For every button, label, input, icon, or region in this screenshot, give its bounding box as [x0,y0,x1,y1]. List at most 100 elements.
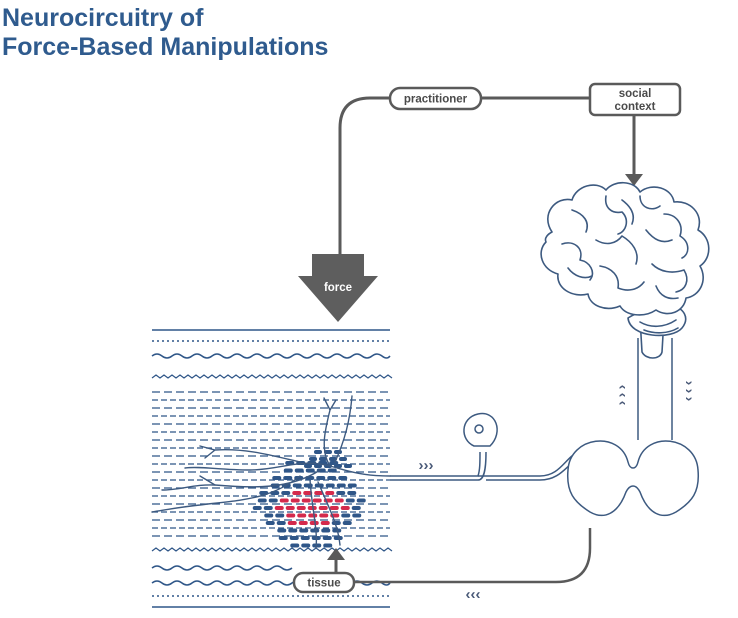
tissue-zigzag-1 [151,374,393,379]
inflamed-cell [286,513,296,518]
tissue-cell [289,536,299,540]
tissue-cell [283,476,293,480]
tissue-cell [300,536,310,540]
inflamed-cell [308,513,318,518]
tissue-cell [292,483,302,488]
tissue-cell [351,506,361,510]
tissue-cell [301,543,311,548]
inflamed-cell [274,506,284,510]
inflamed-cell [301,498,311,503]
tissue-cell [304,464,312,468]
inflamed-cell [307,506,317,510]
tissue-cell [347,491,357,495]
inflamed-cell [303,491,313,495]
tissue-cell [352,513,362,518]
spinal-cord [566,440,700,517]
tissue-fascia-lines [152,391,390,537]
tissue-cell [345,498,355,503]
inflamed-cell [298,521,308,525]
inflamed-cell [320,521,330,525]
force-label: force [324,282,352,294]
tissue-cell [322,536,332,540]
tissue-cell [275,513,285,518]
descending-marker-1: › [682,381,698,386]
tissue-cell [272,476,282,480]
afferent-direction-marker: ››› [419,457,434,474]
tissue-cell [252,506,262,510]
inflamed-cell [309,521,319,525]
tissue-cell [338,476,348,480]
tissue-cell [329,457,337,461]
spinal-tracts [637,338,673,440]
brain-illustration [540,181,710,359]
tissue-cell [276,521,286,525]
tissue-wave-2 [151,565,293,571]
tissue-cell [333,536,343,540]
tissue-cell [344,464,352,468]
inflamed-cell [297,513,307,518]
ascending-marker-1: › [613,384,629,389]
inflamed-cell [279,498,289,503]
tissue-cell [277,528,287,533]
title-line-1: Neurocircuitry of [2,4,204,32]
dorsal-root-ganglion [463,412,498,447]
efferent-direction-marker: ‹‹‹ [466,586,481,603]
inflamed-cell [325,491,335,495]
tissue-cell [325,483,335,488]
tissue-cell [299,528,309,533]
descending-marker-2: › [682,389,698,394]
tissue-cell [281,491,291,495]
inflamed-cell [318,506,328,510]
efferent-line [354,528,592,584]
practitioner-node: practitioner [388,86,483,111]
page-title: Neurocircuitry of Force-Based Manipulati… [2,4,328,62]
tissue-cell [309,457,317,461]
tissue-cell [316,476,326,480]
tissue-cell [290,543,300,548]
tissue-cell [278,536,288,540]
tissue-cell [316,468,326,473]
tissue-cell [339,457,347,461]
tissue-cell [285,461,295,465]
tissue-cell [257,498,267,503]
tissue-cell [319,457,327,461]
tissue-cell [264,513,274,518]
force-arrow: force [298,254,378,322]
tissue-cell [310,528,320,533]
descending-marker-3: › [682,397,698,402]
inflamed-cell [287,521,297,525]
tissue-cell [356,498,366,503]
practitioner-label: practitioner [404,94,468,106]
tissue-layers [151,329,393,608]
tissue-cell-cluster [252,450,366,548]
tissue-cell [342,521,352,525]
tissue-cell [314,450,322,454]
social-to-brain-arrowhead [625,174,643,186]
tissue-cell [323,543,333,548]
tissue-cell [268,498,278,503]
practitioner-to-force-line [338,96,390,258]
tissue-wave-1 [151,353,391,359]
tissue-node: tissue [292,571,356,594]
tissue-cell [283,468,293,473]
tissue-cell [321,528,331,533]
inflamed-cell [340,506,350,510]
tissue-cell [324,450,332,454]
tissue-cell [336,491,346,495]
title-line-2: Force-Based Manipulations [2,33,329,61]
inflamed-cell [290,498,300,503]
inflamed-cell [329,506,339,510]
inflamed-cell [312,498,322,503]
ascending-marker-2: › [613,392,629,397]
tissue-up-arrowhead [327,548,345,560]
nerve-fibres [151,395,391,549]
tissue-cell [331,521,341,525]
tissue-cell [336,483,346,488]
inflamed-cell [292,491,302,495]
tissue-label: tissue [307,578,340,590]
tissue-cell [305,468,315,473]
tissue-cell [341,513,351,518]
social-context-label-2: context [615,101,656,113]
tissue-zigzag-2 [151,547,393,552]
